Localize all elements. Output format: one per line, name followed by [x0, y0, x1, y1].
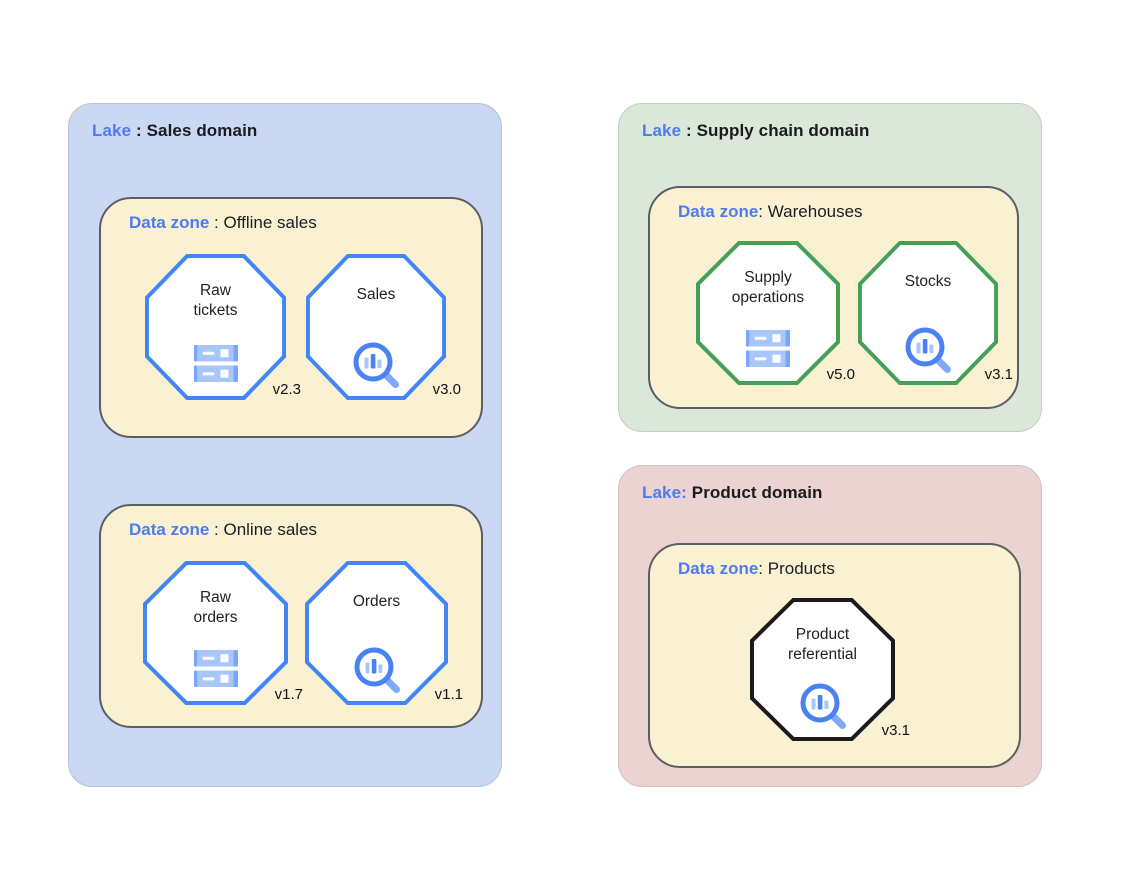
zone-online-sales: Data zone : Online sales Raw orders v1.7: [99, 504, 483, 728]
node-version: v2.3: [272, 381, 301, 398]
octagon-shape: [306, 254, 446, 400]
search-chart-icon: [306, 339, 446, 391]
lake-supply-chain-domain: Lake : Supply chain domain Data zone: Wa…: [618, 103, 1042, 432]
lake-sales-domain: Lake : Sales domain Data zone : Offline …: [68, 103, 502, 787]
zone-title: Data zone: Warehouses: [678, 202, 863, 222]
zone-keyword: Data zone: [129, 520, 210, 539]
node-label: Sales: [356, 286, 396, 303]
zone-separator: :: [758, 559, 768, 578]
zone-separator: :: [209, 213, 224, 232]
asset-node-product-referential: Product referential v3.1: [750, 598, 910, 741]
asset-node-stocks: Stocks v3.1: [858, 241, 1013, 385]
lake-keyword: Lake:: [642, 483, 687, 502]
zone-separator: :: [209, 520, 224, 539]
zone-keyword: Data zone: [678, 559, 759, 578]
zone-warehouses: Data zone: Warehouses Supply operations …: [648, 186, 1019, 409]
node-version: v3.1: [984, 366, 1013, 383]
node-version: v1.1: [434, 686, 463, 703]
search-chart-icon: [858, 324, 998, 376]
asset-node-sales: Sales v3.0: [306, 254, 461, 400]
node-label: Raw tickets: [193, 282, 238, 320]
server-icon: [143, 650, 288, 687]
node-label: Raw orders: [193, 589, 238, 627]
octagon-shape: [858, 241, 998, 385]
lake-name: Product domain: [691, 483, 823, 502]
zone-name: Warehouses: [767, 202, 863, 221]
asset-node-supply-operations: Supply operations v5.0: [696, 241, 855, 385]
search-chart-icon: [750, 680, 895, 732]
zone-title: Data zone: Products: [678, 559, 835, 579]
octagon-shape: [305, 561, 448, 705]
node-label: Orders: [352, 593, 401, 610]
zone-products: Data zone: Products Product referential …: [648, 543, 1021, 768]
node-version: v5.0: [826, 366, 855, 383]
lake-name: Sales domain: [146, 121, 258, 140]
node-version: v1.7: [274, 686, 303, 703]
zone-keyword: Data zone: [129, 213, 210, 232]
lake-keyword: Lake: [642, 121, 682, 140]
search-chart-icon: [305, 644, 448, 696]
zone-keyword: Data zone: [678, 202, 759, 221]
zone-name: Online sales: [223, 520, 318, 539]
lake-product-domain: Lake: Product domain Data zone: Products…: [618, 465, 1042, 787]
server-icon: [145, 345, 286, 382]
asset-node-raw-orders: Raw orders v1.7: [143, 561, 303, 705]
lake-separator: :: [681, 121, 697, 140]
octagon-shape: [750, 598, 895, 741]
asset-node-raw-tickets: Raw tickets v2.3: [145, 254, 301, 400]
node-version: v3.0: [432, 381, 461, 398]
lake-separator: :: [131, 121, 147, 140]
octagon-shape: [696, 241, 840, 385]
lake-name: Supply chain domain: [696, 121, 870, 140]
octagon-shape: [145, 254, 286, 400]
lake-title: Lake : Sales domain: [92, 121, 257, 141]
zone-title: Data zone : Offline sales: [129, 213, 317, 233]
zone-offline-sales: Data zone : Offline sales Raw tickets v2…: [99, 197, 483, 438]
zone-separator: :: [758, 202, 768, 221]
zone-name: Products: [767, 559, 835, 578]
node-label: Product referential: [788, 626, 857, 664]
node-label: Supply operations: [731, 269, 805, 307]
server-icon: [696, 330, 840, 367]
lake-title: Lake: Product domain: [642, 483, 823, 503]
zone-name: Offline sales: [223, 213, 317, 232]
lake-keyword: Lake: [92, 121, 132, 140]
node-label: Stocks: [904, 273, 952, 290]
octagon-shape: [143, 561, 288, 705]
node-version: v3.1: [881, 722, 910, 739]
lake-title: Lake : Supply chain domain: [642, 121, 869, 141]
zone-title: Data zone : Online sales: [129, 520, 317, 540]
asset-node-orders: Orders v1.1: [305, 561, 463, 705]
